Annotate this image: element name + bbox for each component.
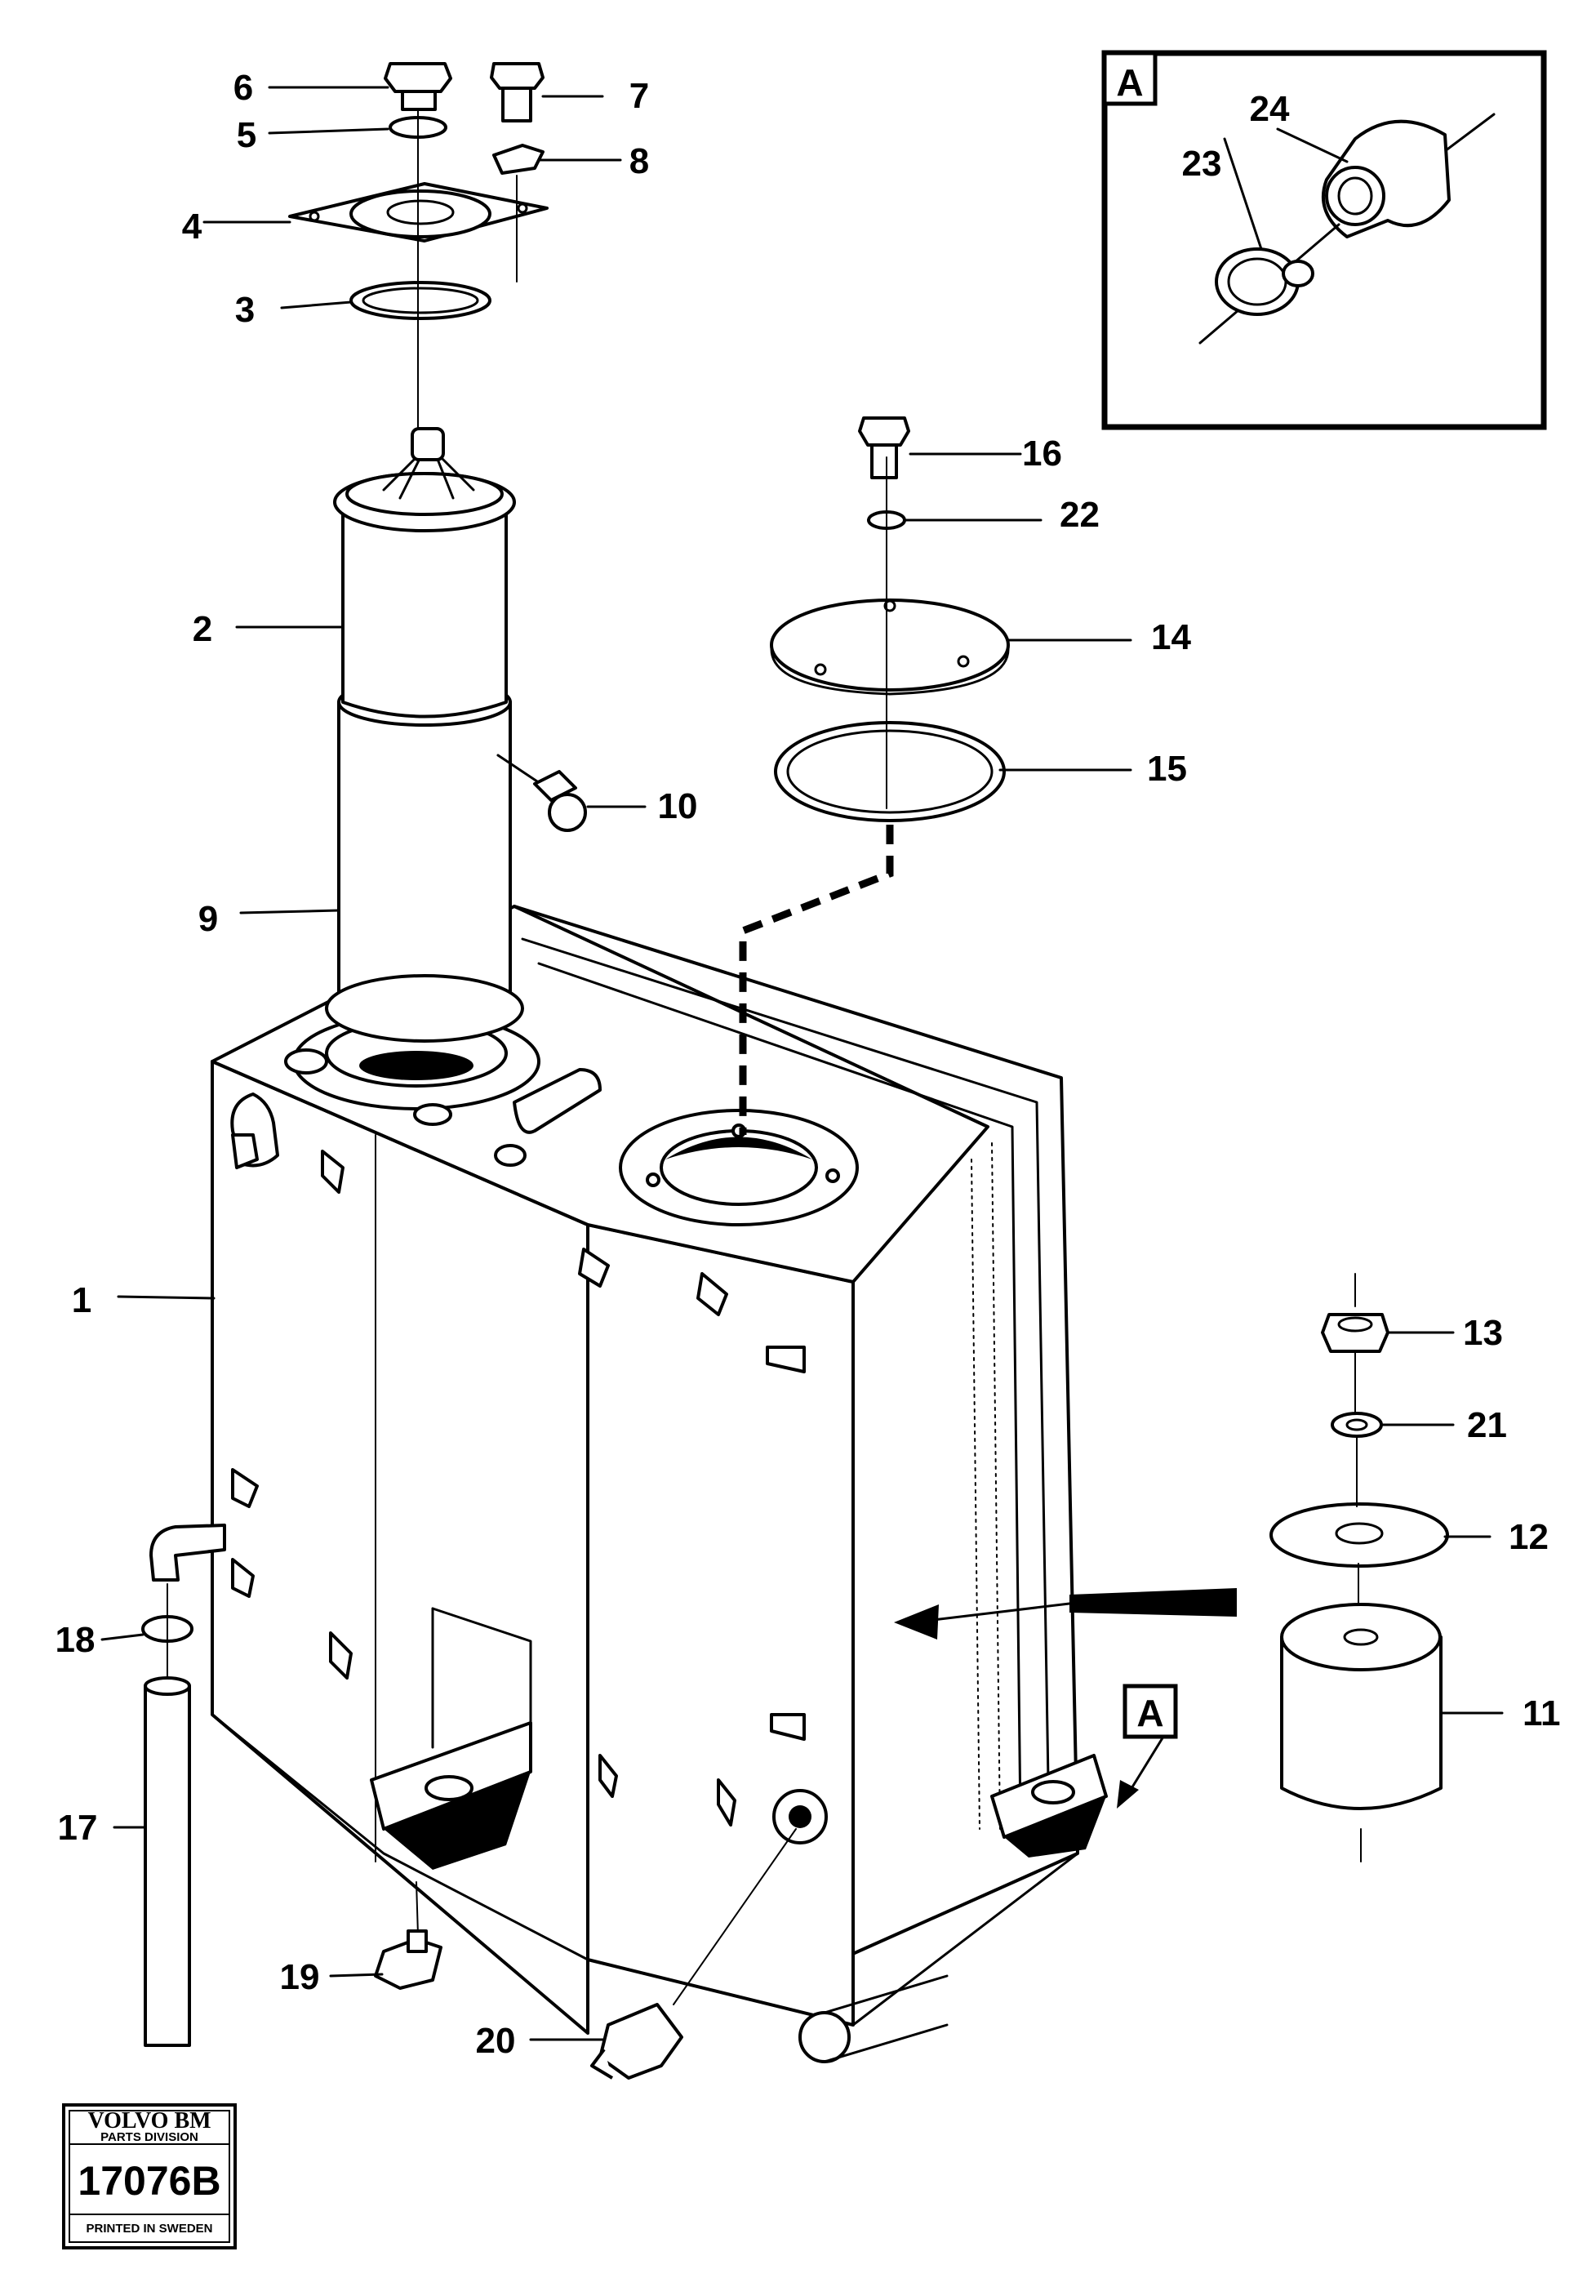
logo-division: PARTS DIVISION bbox=[100, 2130, 198, 2144]
detail-view-a: A bbox=[1101, 50, 1547, 430]
strainer-pipe bbox=[325, 678, 524, 1043]
callout-22: 22 bbox=[1060, 495, 1100, 535]
leader-lines bbox=[100, 86, 1504, 2041]
callout-10: 10 bbox=[658, 786, 698, 826]
callout-14: 14 bbox=[1151, 617, 1191, 657]
callout-6: 6 bbox=[233, 68, 253, 108]
screw bbox=[384, 62, 452, 111]
callout-17: 17 bbox=[58, 1808, 98, 1848]
callout-18: 18 bbox=[56, 1620, 96, 1660]
filter-cartridge bbox=[1280, 1603, 1443, 1810]
callout-1: 1 bbox=[72, 1280, 91, 1320]
callout-15: 15 bbox=[1147, 749, 1187, 789]
inspection-cover bbox=[770, 598, 1010, 696]
callout-19: 19 bbox=[280, 1957, 320, 1997]
callout-2: 2 bbox=[193, 609, 212, 649]
callout-7: 7 bbox=[629, 76, 649, 116]
detail-view-label: A bbox=[1116, 61, 1143, 104]
direction-arrow bbox=[894, 1588, 1237, 1640]
view-marker-a: A bbox=[1117, 1684, 1178, 1809]
washer bbox=[1331, 1412, 1383, 1438]
plug bbox=[496, 754, 587, 832]
callout-4: 4 bbox=[182, 207, 202, 247]
sensor bbox=[590, 1828, 797, 2080]
callout-21: 21 bbox=[1467, 1405, 1507, 1445]
callout-24: 24 bbox=[1250, 89, 1290, 129]
logo-brand: VOLVO BM bbox=[87, 2108, 211, 2134]
callout-16: 16 bbox=[1022, 434, 1062, 474]
screw bbox=[858, 416, 910, 479]
tank-clips bbox=[231, 1133, 806, 1827]
callout-8: 8 bbox=[629, 141, 649, 181]
drawing-number: 17076B bbox=[78, 2158, 220, 2204]
screw bbox=[490, 62, 545, 122]
filter-cover-plate bbox=[1269, 1502, 1449, 1568]
callout-12: 12 bbox=[1509, 1517, 1549, 1557]
callout-23: 23 bbox=[1182, 144, 1222, 184]
callout-5: 5 bbox=[237, 115, 256, 155]
volvo-bm-logo: VOLVO BM PARTS DIVISION 17076B PRINTED I… bbox=[62, 2103, 237, 2249]
callout-11: 11 bbox=[1523, 1693, 1561, 1733]
callout-9: 9 bbox=[198, 899, 218, 939]
callout-3: 3 bbox=[235, 290, 255, 330]
hose bbox=[141, 1524, 226, 2047]
callout-20: 20 bbox=[476, 2021, 516, 2061]
nut bbox=[1321, 1313, 1389, 1353]
logo-printed: PRINTED IN SWEDEN bbox=[86, 2222, 212, 2236]
lock-washer bbox=[492, 144, 545, 175]
filter-insert bbox=[333, 427, 516, 719]
hydraulic-tank bbox=[211, 905, 1108, 2063]
view-marker-label: A bbox=[1136, 1692, 1163, 1734]
gasket bbox=[774, 721, 1006, 822]
callout-13: 13 bbox=[1463, 1313, 1503, 1353]
callout-numbers: 6 5 4 3 7 8 2 9 10 1 16 22 14 15 13 21 1… bbox=[56, 68, 1561, 2061]
drain-cock bbox=[374, 1881, 442, 1990]
